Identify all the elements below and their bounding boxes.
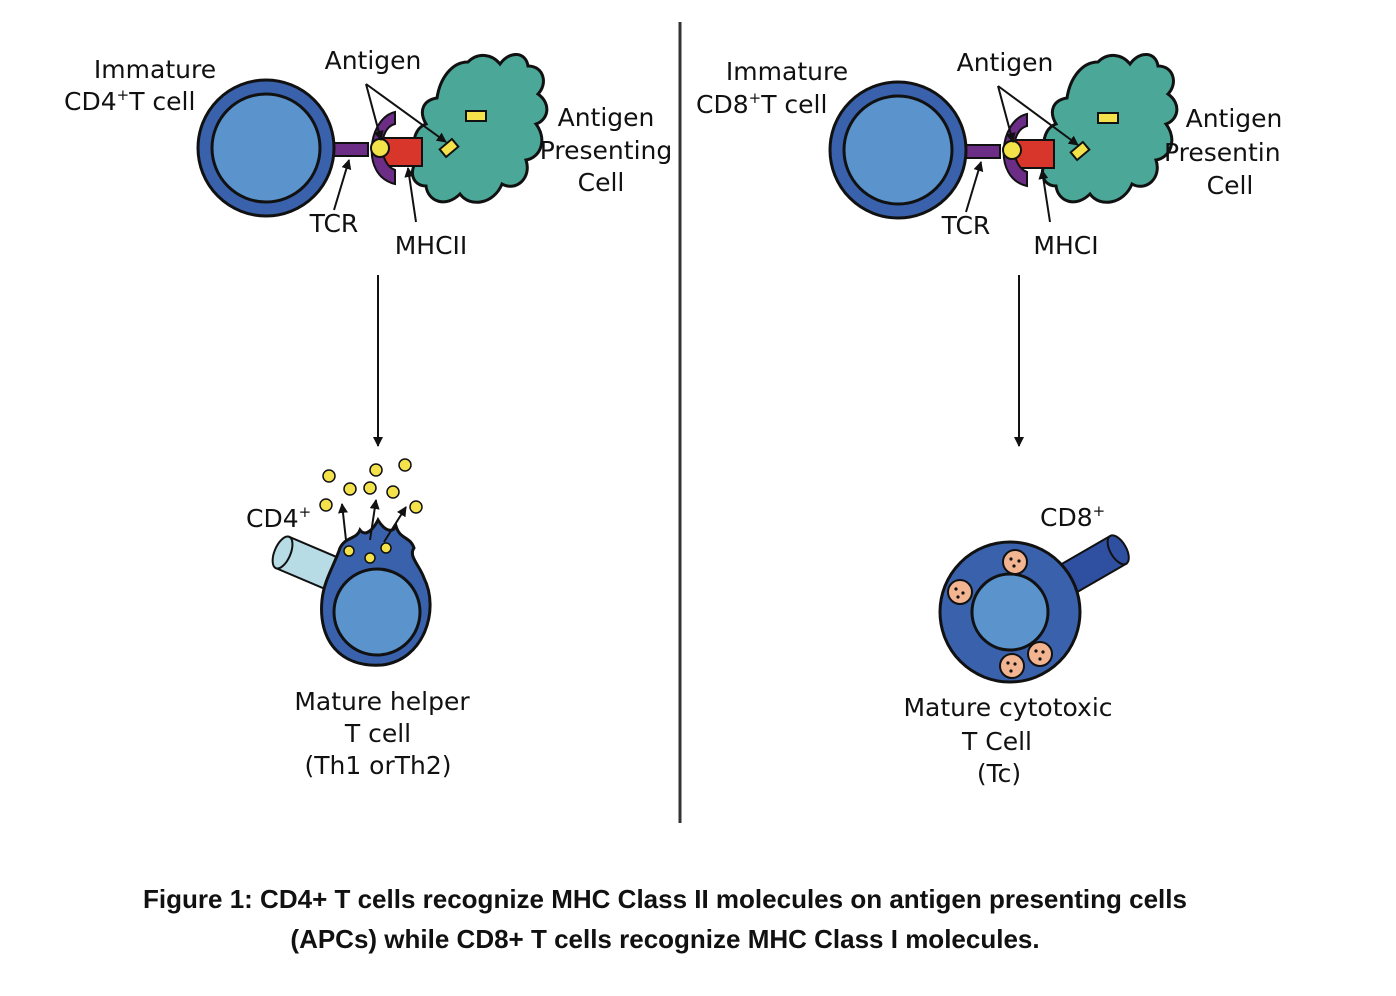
cytotoxic-granules bbox=[947, 549, 1053, 679]
apc-label-2: Presentin bbox=[1164, 138, 1281, 167]
mature-label-3: (Th1 orTh2) bbox=[304, 751, 451, 780]
cd8-label: CD8+ bbox=[1040, 502, 1105, 532]
antigen-fragment bbox=[1097, 112, 1119, 124]
apc-label-2: Presenting bbox=[540, 136, 672, 165]
mature-label-2: T Cell bbox=[961, 727, 1032, 756]
tcr-label: TCR bbox=[941, 211, 991, 240]
tcr-pointer bbox=[965, 161, 984, 213]
antigen-presenting-cell bbox=[410, 53, 549, 204]
antigen-pointer bbox=[365, 83, 447, 143]
antigen-presenting-cell bbox=[1040, 53, 1179, 204]
mature-label-3: (Tc) bbox=[977, 759, 1021, 788]
tcr-stalk bbox=[965, 144, 1001, 159]
right-edge-mask bbox=[1290, 90, 1396, 210]
apc-label-3: Cell bbox=[578, 168, 625, 197]
granule bbox=[947, 579, 973, 605]
apc-label-1: Antigen bbox=[558, 103, 655, 132]
tcr-pointer bbox=[333, 159, 352, 211]
cytotoxic-nucleus bbox=[970, 572, 1050, 652]
figure-caption-line-2: (APCs) while CD8+ T cells recognize MHC … bbox=[290, 924, 1040, 954]
right-panel: Immature CD8+T cell Antigen Antigen Pres… bbox=[696, 48, 1282, 788]
granule bbox=[999, 653, 1025, 679]
cytokine-dots bbox=[319, 458, 423, 564]
mhc-label: MHCI bbox=[1033, 231, 1098, 260]
antigen-fragment bbox=[1069, 140, 1091, 162]
figure-caption-line-1: Figure 1: CD4+ T cells recognize MHC Cla… bbox=[143, 884, 1187, 914]
immature-label-2: CD8+T cell bbox=[696, 89, 827, 119]
secretion-arrow bbox=[338, 503, 348, 541]
antigen-fragment bbox=[438, 137, 460, 159]
mature-label-1: Mature cytotoxic bbox=[903, 693, 1112, 722]
granule bbox=[1027, 641, 1053, 667]
bound-antigen bbox=[370, 138, 390, 158]
apc-label-3: Cell bbox=[1207, 171, 1254, 200]
secretion-arrow bbox=[369, 499, 380, 541]
immature-label-1: Immature bbox=[726, 57, 848, 86]
secretion-arrow bbox=[383, 506, 407, 543]
mhc-label: MHCII bbox=[395, 231, 468, 260]
antigen-label: Antigen bbox=[957, 48, 1054, 77]
left-panel: Immature CD4+T cell Antigen Antigen Pres… bbox=[64, 46, 672, 780]
cd4-label: CD4+ bbox=[246, 503, 311, 533]
antigen-pointer bbox=[997, 85, 1079, 146]
tcell-nucleus bbox=[210, 92, 322, 204]
immature-label-2: CD4+T cell bbox=[64, 86, 195, 116]
mature-label-1: Mature helper bbox=[294, 687, 470, 716]
bound-antigen bbox=[1002, 140, 1022, 160]
antigen-pointer bbox=[365, 83, 384, 141]
mhc-pointer bbox=[404, 167, 417, 223]
apc-label-1: Antigen bbox=[1186, 104, 1283, 133]
tcell-nucleus bbox=[842, 94, 954, 206]
antigen-pointer bbox=[997, 85, 1016, 143]
antigen-fragment bbox=[465, 110, 487, 122]
immature-label-1: Immature bbox=[94, 55, 216, 84]
tcr-label: TCR bbox=[309, 209, 359, 238]
granule bbox=[1002, 549, 1028, 575]
tcr-stalk bbox=[333, 142, 369, 157]
mhc-pointer bbox=[1038, 169, 1051, 223]
mature-label-2: T cell bbox=[344, 719, 411, 748]
antigen-label: Antigen bbox=[325, 46, 422, 75]
helper-nucleus bbox=[332, 567, 422, 657]
